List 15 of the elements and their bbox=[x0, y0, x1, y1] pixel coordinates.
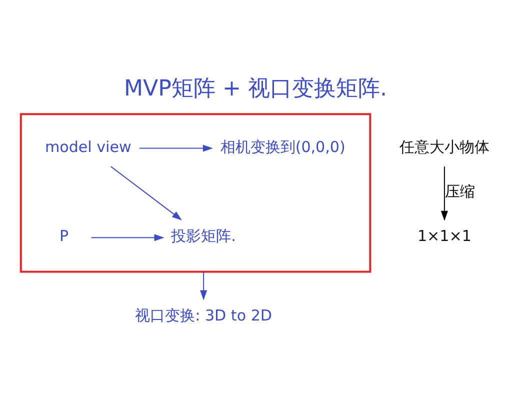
edge-label: 压缩 bbox=[445, 182, 476, 200]
node-text: 1×1×1 bbox=[417, 227, 472, 246]
node-text: model view bbox=[44, 138, 132, 156]
arrow bbox=[110, 166, 182, 220]
arrow bbox=[200, 272, 208, 300]
node-text: P bbox=[60, 227, 69, 246]
node-text: 相机变换到(0,0,0) bbox=[220, 138, 346, 156]
node-text: 投影矩阵. bbox=[171, 227, 236, 246]
arrow bbox=[440, 166, 448, 221]
node-text: 任意大小物体 bbox=[399, 138, 490, 156]
arrow bbox=[91, 234, 164, 242]
node-text: 视口变换: 3D to 2D bbox=[135, 306, 272, 324]
diagram-title: MVP矩阵 + 视口变换矩阵. bbox=[124, 76, 388, 102]
cluster bbox=[20, 113, 372, 273]
arrow bbox=[139, 144, 213, 152]
